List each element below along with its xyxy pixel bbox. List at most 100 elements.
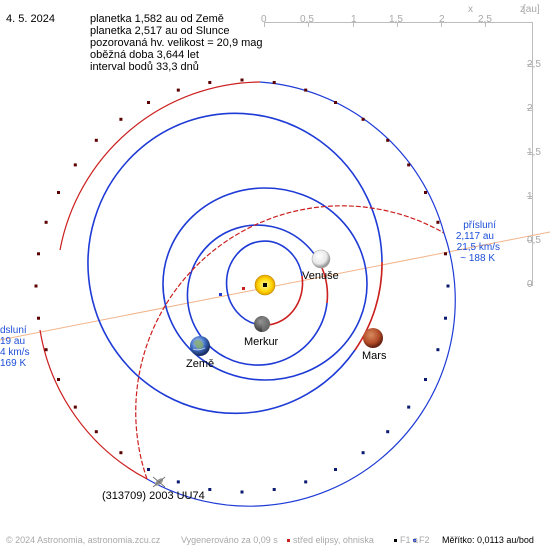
orbit-marker: [272, 488, 276, 491]
orbit-marker: [208, 488, 212, 491]
axes: [264, 22, 533, 286]
x-tick-label: 0: [261, 14, 267, 25]
footer-legend-center: střed elipsy, ohniska: [293, 535, 374, 545]
z-tick-label: 2: [527, 103, 533, 114]
earth-orbit: [162, 187, 368, 381]
asteroid-label: (313709) 2003 UU74: [102, 490, 205, 502]
orbit-marker: [94, 430, 98, 434]
asteroid-orbit-south: [146, 232, 456, 507]
date-label: 4. 5. 2024: [6, 13, 55, 25]
orbit-marker: [240, 490, 244, 494]
orbit-marker: [240, 78, 244, 82]
info-interval: interval bodů 33,3 dnů: [90, 61, 199, 73]
mars-orbit-far: [87, 112, 383, 415]
orbit-marker: [436, 348, 440, 352]
asteroid-icon: [152, 476, 166, 488]
perihelion-temperature: ~ 188 K: [460, 253, 495, 264]
venus-orbit-near: [321, 267, 329, 304]
info-period: oběžná doba 3,644 let: [90, 49, 199, 61]
orbit-marker: [334, 101, 337, 104]
asteroid-orbit-red-bottom: [39, 329, 148, 480]
x-axis-ticks: [264, 22, 486, 27]
info-distance-sun: planetka 2,517 au od Slunce: [90, 25, 230, 37]
orbit-marker: [37, 252, 40, 256]
x-axis-letter: x: [468, 4, 473, 15]
x-tick-label: 1: [351, 14, 357, 25]
venus-planet-icon: [311, 249, 331, 269]
mercury-label: Merkur: [244, 336, 279, 348]
x-tick-label: 2,5: [478, 14, 492, 25]
mercury-orbit-far: [225, 240, 303, 326]
aphelion-distance: 19 au: [0, 336, 26, 347]
orbit-marker: [57, 191, 60, 194]
orbit-markers: [34, 78, 450, 494]
orbit-marker: [34, 284, 38, 288]
orbit-marker: [176, 480, 180, 484]
perihelion-distance: 2,117 au: [455, 231, 494, 242]
venus-label: Venuše: [302, 270, 339, 282]
perihelion-speed: 21,5 km/s: [456, 242, 500, 253]
z-tick-label: 1,5: [527, 147, 541, 158]
orbit-marker: [57, 378, 60, 381]
footer-generated: Vygenerováno za 0,09 s: [181, 535, 278, 545]
planet-orbits: [87, 112, 383, 415]
asteroid-orbit-north: [135, 205, 445, 480]
asteroid-orbit: [39, 81, 456, 507]
orbit-marker: [386, 138, 390, 142]
orbit-marker: [119, 117, 123, 121]
x-tick-label: 0,5: [300, 14, 314, 25]
orbit-marker: [444, 316, 447, 320]
orbit-marker: [444, 252, 447, 256]
mars-planet-icon: [363, 328, 383, 348]
footer-scale: Měřítko: 0,0113 au/bod: [442, 535, 534, 545]
z-tick-label: 0,5: [527, 235, 541, 246]
legend-f2-swatch: [413, 539, 416, 542]
orbit-marker: [446, 284, 450, 288]
earth-planet-icon: [190, 336, 210, 356]
focus-f2-marker: [219, 293, 222, 296]
orbit-marker: [407, 405, 411, 409]
z-axis-ticks: [527, 64, 532, 285]
orbit-marker: [37, 316, 40, 320]
ellipse-center-marker: [242, 287, 245, 290]
sun-icon: [254, 274, 276, 296]
orbit-marker: [436, 220, 440, 224]
orbit-marker: [147, 468, 150, 471]
orbit-marker: [424, 378, 427, 381]
aphelion-speed: 4 km/s: [0, 347, 30, 358]
orbit-marker: [386, 430, 390, 434]
orbit-marker: [94, 138, 98, 142]
footer-copyright: © 2024 Astronomia, astronomia.zcu.cz: [6, 535, 161, 545]
info-distance-earth: planetka 1,582 au od Země: [90, 13, 224, 25]
orbit-marker: [304, 88, 308, 92]
perihelion-title: přísluní: [463, 220, 496, 231]
orbit-marker: [44, 348, 48, 352]
legend-f1-swatch: [394, 539, 397, 542]
footer-legend-f2: F2: [419, 535, 430, 545]
venus-orbit-far: [186, 224, 328, 366]
orbit-marker: [361, 451, 365, 455]
orbit-marker: [361, 117, 365, 121]
mercury-orbit: [261, 275, 304, 326]
orbit-marker: [147, 101, 150, 104]
footer-legend-f1: F1 a: [400, 535, 419, 545]
legend-center-swatch: [287, 539, 290, 542]
axis-unit-label: [au]: [523, 4, 540, 15]
orbit-marker: [424, 191, 427, 194]
z-tick-label: 2,5: [527, 59, 541, 70]
asteroid-orbit-blue-top: [259, 81, 445, 234]
mercury-planet-icon: [254, 316, 270, 332]
orbit-marker: [119, 451, 123, 455]
asteroid-orbit-red-left: [59, 81, 261, 251]
orbit-marker: [44, 220, 48, 224]
mars-orbit-near: [354, 261, 383, 351]
orbit-marker: [407, 163, 411, 167]
orbit-marker: [176, 88, 180, 92]
orbit-marker: [208, 81, 212, 84]
orbit-marker: [334, 468, 337, 471]
z-tick-label: 1: [527, 191, 533, 202]
earth-label: Země: [186, 358, 215, 370]
orbit-marker: [272, 81, 276, 84]
aphelion-title: dsluní: [0, 325, 27, 336]
